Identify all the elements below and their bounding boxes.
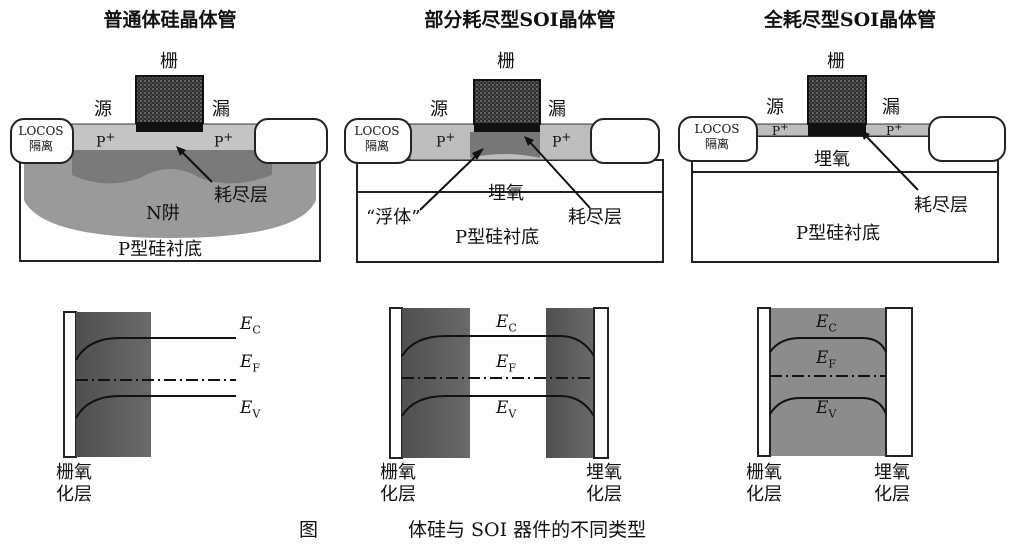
p3-buried-oxide-label: 埋氧 [814, 149, 850, 170]
b1-silicon-region [76, 312, 151, 457]
b2-gate-oxide [389, 307, 403, 459]
p2-floating-body-label: “浮体” [366, 207, 421, 228]
p1-depletion-label: 耗尽层 [214, 185, 268, 206]
p1-gate-label: 栅 [160, 51, 178, 72]
p1-depletion-region [72, 151, 272, 184]
p3-gate-label: 栅 [827, 51, 845, 72]
panel-3-title: 全耗尽型SOI晶体管 [763, 9, 937, 31]
p1-well-label: N阱 [146, 203, 180, 224]
b1-ec-label: EC [240, 314, 261, 337]
p2-depletion-label: 耗尽层 [568, 207, 622, 228]
b1-ec-line [75, 337, 236, 361]
b3-gate-oxide [757, 307, 771, 457]
b3-buried-oxide-label: 埋氧 化层 [874, 462, 910, 505]
p2-substrate-label: P型硅衬底 [455, 227, 540, 248]
p2-gate-label: 栅 [497, 51, 515, 72]
p1-gate-oxide [136, 124, 203, 132]
b2-ev-label: EV [496, 398, 517, 421]
b2-gate-oxide-label: 栅氧 化层 [380, 462, 416, 505]
p2-gate-oxide [474, 124, 540, 132]
b3-ec-label: EC [816, 312, 837, 335]
p3-gate [807, 75, 867, 125]
b1-ev-line [75, 395, 236, 419]
b3-ef-label: EF [816, 348, 837, 371]
p2-pplus-right: P+ [552, 130, 572, 151]
p1-gate [135, 75, 204, 124]
figure-caption: 体硅与 SOI 器件的不同类型 [408, 519, 647, 541]
figure-label: 图 [299, 519, 319, 541]
p3-pplus-left: P+ [772, 122, 789, 138]
b1-gate-oxide [63, 311, 77, 458]
p2-gate [473, 79, 541, 125]
p1-substrate-label: P型硅衬底 [118, 239, 203, 260]
b3-ev-line [769, 397, 887, 415]
p3-locos-right [928, 116, 1006, 162]
p1-drain-label: 漏 [212, 99, 230, 120]
p2-floating-body [470, 132, 540, 158]
p2-buried-oxide [356, 159, 664, 193]
b2-ec-label: EC [496, 312, 517, 335]
b3-gate-oxide-label: 栅氧 化层 [746, 462, 782, 505]
p2-locos-left [344, 118, 412, 164]
b2-right-depletion [546, 308, 594, 458]
p1-locos-left [10, 118, 74, 164]
panel-1-title: 普通体硅晶体管 [103, 9, 237, 31]
p2-substrate [356, 189, 664, 263]
b2-buried-oxide [593, 307, 609, 459]
p2-pplus-left: P+ [436, 130, 456, 151]
p3-substrate [691, 171, 999, 263]
b3-silicon-region [770, 308, 888, 456]
p3-substrate-label: P型硅衬底 [796, 223, 881, 244]
p2-source-label: 源 [430, 99, 448, 120]
b2-ec-line [401, 335, 595, 357]
b1-ev-label: EV [240, 398, 261, 421]
p3-depletion-label: 耗尽层 [914, 195, 968, 216]
b3-ev-label: EV [816, 398, 837, 421]
p1-pplus-right: P+ [214, 130, 234, 151]
p2-buried-oxide-label: 埋氧 [488, 183, 524, 204]
b2-ef-label: EF [496, 352, 517, 375]
p3-pplus-right: P+ [886, 122, 903, 138]
b2-left-depletion [402, 308, 470, 458]
b2-buried-oxide-label: 埋氧 化层 [586, 462, 622, 505]
b1-gate-oxide-label: 栅氧 化层 [56, 462, 92, 505]
p3-source-label: 源 [766, 97, 784, 118]
p3-depletion-region [808, 124, 866, 136]
p3-locos-left [678, 116, 758, 162]
p1-pplus-left: P+ [96, 130, 116, 151]
b3-buried-oxide [885, 307, 913, 457]
p1-locos-right [254, 118, 328, 164]
b2-ev-line [401, 395, 595, 417]
p2-drain-label: 漏 [548, 99, 566, 120]
b3-ec-line [769, 337, 887, 353]
p1-source-label: 源 [94, 99, 112, 120]
p3-drain-label: 漏 [882, 97, 900, 118]
p2-locos-right [590, 118, 660, 164]
panel-2-title: 部分耗尽型SOI晶体管 [424, 9, 616, 31]
b1-ef-label: EF [240, 352, 261, 375]
